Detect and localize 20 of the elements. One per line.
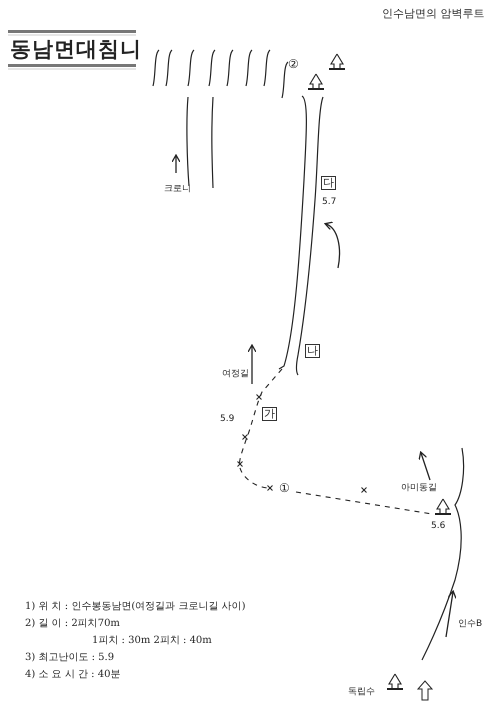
info-text: 1) 위 치 : 인수봉동남면(여정길과 크로니길 사이): [25, 601, 246, 612]
pitch-marker: 다: [321, 176, 336, 190]
belay-number: ①: [279, 482, 290, 496]
page-header: 인수남면의 암벽루트: [382, 8, 484, 20]
route-name-label: 인수B: [458, 620, 482, 630]
grade-label: 5.9: [220, 415, 234, 425]
pitch-marker: 가: [262, 407, 277, 422]
info-text: 1피치 : 30m 2피치 : 40m: [92, 635, 212, 646]
diagram-title: 동남면대침니: [10, 38, 142, 62]
info-text: 4) 소 요 시 간 : 40분: [25, 669, 120, 680]
belay-number: ②: [288, 58, 299, 72]
grade-label: 5.6: [431, 522, 446, 532]
info-text: 3) 최고난이도 : 5.9: [25, 652, 114, 663]
pitch-marker: 나: [305, 344, 320, 358]
route-name-label: 아미동길: [401, 484, 437, 494]
tree-label: 독립수: [348, 688, 375, 698]
route-name-label: 여정길: [222, 370, 249, 380]
info-text: 2) 길 이 : 2피치70m: [25, 618, 120, 629]
route-name-label: 크로니: [164, 185, 191, 195]
grade-label: 5.7: [322, 198, 336, 208]
